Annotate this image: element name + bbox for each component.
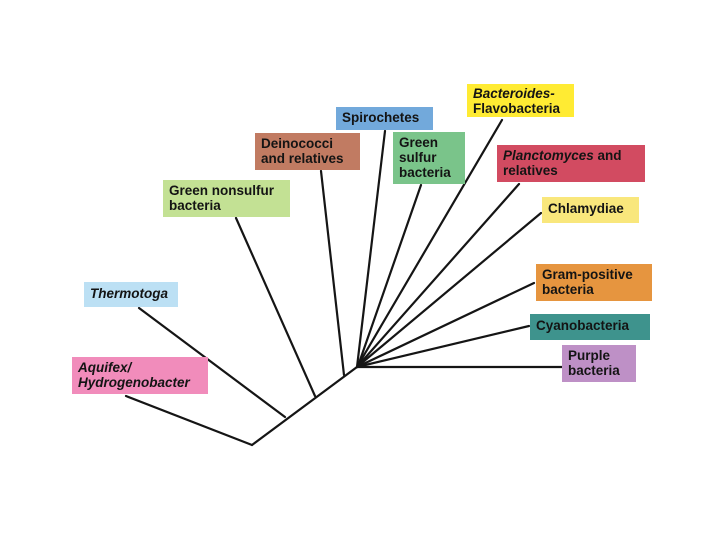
branch-green-nonsulfur-branch — [234, 216, 317, 398]
taxon-label-planctomyces: Planctomyces and relatives — [497, 145, 645, 182]
taxon-label-line: Aquifex/ — [78, 360, 132, 375]
taxon-label-text: and — [593, 148, 622, 163]
branch-thermotoga-branch — [137, 306, 287, 419]
taxon-label-deinococci: Deinococci and relatives — [255, 133, 360, 170]
genus-name: Planctomyces — [503, 148, 594, 163]
branch-cyanobacteria-branch — [355, 324, 531, 369]
taxon-label-line: bacteria — [568, 363, 620, 378]
taxon-label-line: and relatives — [261, 151, 344, 166]
branch-aquifex-branch — [124, 394, 254, 447]
taxon-label-line: Hydrogenobacter — [78, 375, 190, 390]
taxon-label-line: Green — [399, 135, 439, 150]
branch-trunk — [250, 365, 359, 447]
taxon-label-cyanobacteria: Cyanobacteria — [530, 314, 650, 340]
taxon-label-spirochetes: Spirochetes — [336, 107, 433, 130]
taxon-label-line: Thermotoga — [90, 286, 169, 301]
taxon-label-line: bacteria — [399, 165, 451, 180]
taxon-label-gram-positive-bacteria: Gram-positive bacteria — [536, 264, 652, 301]
taxon-label-line: Flavobacteria — [473, 101, 561, 116]
taxon-label-bacteroides-flavobacteria: Bacteroides- Flavobacteria — [467, 84, 574, 117]
branch-chlamydiae-branch — [355, 211, 543, 369]
taxon-label-purple-bacteria: Purple bacteria — [562, 345, 636, 382]
branch-deinococci-branch — [319, 169, 346, 377]
taxon-label-line: Purple — [568, 348, 611, 363]
branch-spirochetes-branch — [355, 129, 387, 369]
taxon-label-chlamydiae: Chlamydiae — [542, 197, 639, 223]
taxon-label-line: relatives — [503, 163, 558, 178]
taxon-label-line: bacteria — [169, 198, 221, 213]
taxon-label-line: Cyanobacteria — [536, 318, 630, 333]
taxon-label-aquifex-hydrogenobacter: Aquifex/ Hydrogenobacter — [72, 357, 208, 394]
branch-planctomyces-branch — [355, 182, 521, 369]
taxon-label-line: Planctomyces and — [503, 148, 639, 163]
taxon-label-line: Deinococci — [261, 136, 334, 151]
taxon-label-line: Green nonsulfur — [169, 183, 275, 198]
branch-bacteroides-branch — [355, 118, 504, 369]
taxon-label-line: Gram-positive — [542, 267, 633, 282]
taxon-label-line: Bacteroides- — [473, 86, 555, 101]
taxon-label-green-nonsulfur-bacteria: Green nonsulfur bacteria — [163, 180, 290, 217]
taxon-label-line: Spirochetes — [342, 110, 420, 125]
branch-gram-positive-branch — [355, 281, 536, 369]
branch-green-sulfur-branch — [356, 183, 423, 368]
taxon-label-thermotoga: Thermotoga — [84, 282, 178, 307]
taxon-label-green-sulfur-bacteria: Green sulfur bacteria — [393, 132, 465, 184]
taxon-label-line: bacteria — [542, 282, 594, 297]
taxon-label-line: sulfur — [399, 150, 437, 165]
taxon-label-line: Chlamydiae — [548, 201, 624, 216]
